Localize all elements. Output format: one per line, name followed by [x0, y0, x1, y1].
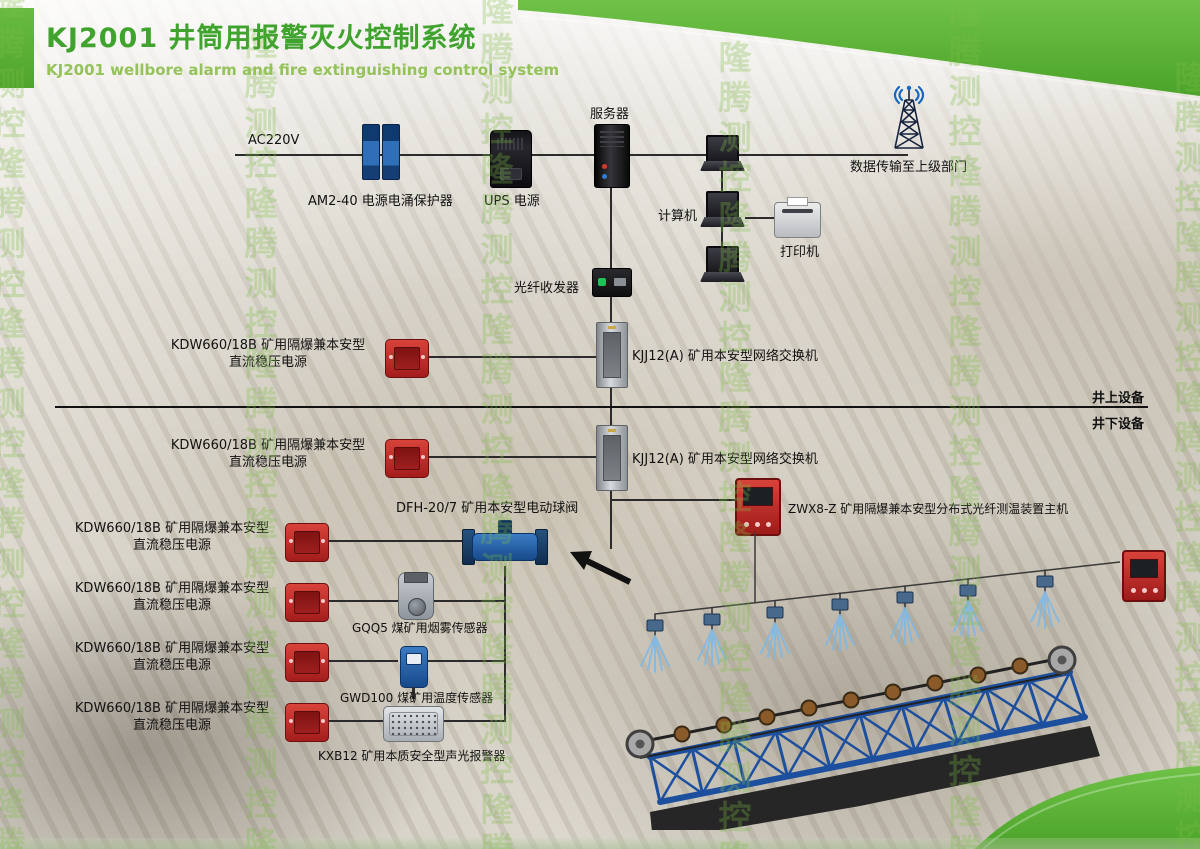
label-dc-psu-line1: KDW660/18B 矿用隔爆兼本安型 [170, 338, 366, 353]
wire-printer [745, 217, 775, 219]
fiber-temp-terminal-device [1122, 550, 1166, 602]
green-bottom-banner [975, 766, 1200, 849]
wire-switch1-switch2 [610, 386, 612, 425]
dc-psu-device [285, 703, 329, 742]
label-dc-psu-line1: KDW660/18B 矿用隔爆兼本安型 [170, 438, 366, 453]
wire-psu-alarm [327, 720, 383, 722]
wire-psu2-switch2 [427, 456, 596, 458]
label-dc-psu-line2: 直流稳压电源 [132, 718, 211, 733]
laptop-icon [700, 191, 745, 232]
label-dc-psu: KDW660/18B 矿用隔爆兼本安型 直流稳压电源 [168, 337, 368, 371]
label-surface-equipment: 井上设备 [1092, 391, 1145, 406]
label-dc-psu: KDW660/18B 矿用隔爆兼本安型 直流稳压电源 [72, 580, 272, 614]
wire-temp-bus [426, 660, 506, 662]
dc-psu-device [285, 583, 329, 622]
surface-underground-divider [55, 406, 1148, 408]
label-dc-psu-line2: 直流稳压电源 [132, 598, 211, 613]
label-dc-psu-line2: 直流稳压电源 [132, 658, 211, 673]
label-dc-psu-line1: KDW660/18B 矿用隔爆兼本安型 [74, 641, 270, 656]
wire-server-down [610, 186, 612, 322]
label-ups: UPS 电源 [484, 194, 540, 209]
fiber-transceiver-device [592, 268, 632, 297]
bottom-strip [0, 838, 1200, 849]
wire-psu-temp [327, 660, 398, 662]
wire-underground-bus [504, 566, 506, 722]
server-device [594, 124, 630, 188]
dc-psu-device [285, 523, 329, 562]
label-dc-psu: KDW660/18B 矿用隔爆兼本安型 直流稳压电源 [72, 700, 272, 734]
label-dc-psu-line2: 直流稳压电源 [228, 355, 307, 370]
laptop-icon [700, 135, 745, 176]
label-server: 服务器 [590, 107, 630, 122]
label-valve: DFH-20/7 矿用本安型电动球阀 [396, 501, 579, 516]
radio-tower-icon [893, 85, 925, 149]
wire-switch2-zwx [610, 499, 735, 501]
page-subtitle: KJ2001 wellbore alarm and fire extinguis… [46, 61, 560, 79]
label-alarm: KXB12 矿用本质安全型声光报警器 [318, 749, 506, 763]
wire-switch2-down [610, 489, 612, 549]
label-dc-psu-line1: KDW660/18B 矿用隔爆兼本安型 [74, 581, 270, 596]
wire-ac-main [235, 154, 908, 156]
label-dc-psu: KDW660/18B 矿用隔爆兼本安型 直流稳压电源 [168, 437, 368, 471]
wire-psu1-switch1 [427, 356, 596, 358]
laptop-icon [700, 246, 745, 287]
label-ac220v: AC220V [248, 133, 300, 148]
temp-sensor-device [400, 646, 428, 699]
surge-protector-device [362, 124, 400, 180]
valve-body [472, 533, 538, 561]
page-title: KJ2001 井筒用报警灭火控制系统 [46, 23, 477, 54]
wire-alarm-bus [442, 720, 506, 722]
green-top-banner [518, 0, 1200, 100]
wire-smoke-bus [432, 600, 506, 602]
label-printer: 打印机 [780, 245, 820, 260]
green-corner-block [0, 8, 34, 88]
label-fiber-transceiver: 光纤收发器 [514, 281, 580, 296]
wire-psu-valve [327, 540, 462, 542]
network-switch-device [596, 425, 628, 491]
label-dc-psu-line1: KDW660/18B 矿用隔爆兼本安型 [74, 521, 270, 536]
dc-psu-device [285, 643, 329, 682]
printer-device [774, 197, 821, 238]
page-header: KJ2001 井筒用报警灭火控制系统 KJ2001 wellbore alarm… [46, 16, 559, 79]
smoke-sensor-device [398, 572, 434, 620]
label-temp-sensor: GWD100 煤矿用温度传感器 [340, 691, 494, 705]
label-dc-psu-line1: KDW660/18B 矿用隔爆兼本安型 [74, 701, 270, 716]
fiber-temp-host-device [735, 478, 781, 536]
label-surge-protector: AM2-40 电源电涌保护器 [308, 194, 453, 209]
label-fiber-temp-host: ZWX8-Z 矿用隔爆兼本安型分布式光纤测温装置主机 [788, 502, 1069, 516]
wire-psu-smoke [327, 600, 398, 602]
sound-light-alarm-device [383, 706, 444, 742]
label-dc-psu: KDW660/18B 矿用隔爆兼本安型 直流稳压电源 [72, 520, 272, 554]
label-underground-equipment: 井下设备 [1092, 417, 1145, 432]
label-dc-psu: KDW660/18B 矿用隔爆兼本安型 直流稳压电源 [72, 640, 272, 674]
label-computer: 计算机 [658, 209, 698, 224]
ups-device [490, 130, 532, 188]
label-dc-psu-line2: 直流稳压电源 [132, 538, 211, 553]
label-smoke-sensor: GQQ5 煤矿用烟雾传感器 [352, 621, 488, 635]
valve-actuator [498, 520, 512, 535]
label-dc-psu-line2: 直流稳压电源 [228, 455, 307, 470]
label-network-switch: KJJ12(A) 矿用本安型网络交换机 [632, 349, 818, 364]
dc-psu-device [385, 439, 429, 478]
label-network-switch: KJJ12(A) 矿用本安型网络交换机 [632, 452, 818, 467]
network-switch-device [596, 322, 628, 388]
dc-psu-device [385, 339, 429, 378]
electric-ball-valve-device [462, 520, 548, 567]
label-uplink: 数据传输至上级部门 [850, 160, 968, 175]
